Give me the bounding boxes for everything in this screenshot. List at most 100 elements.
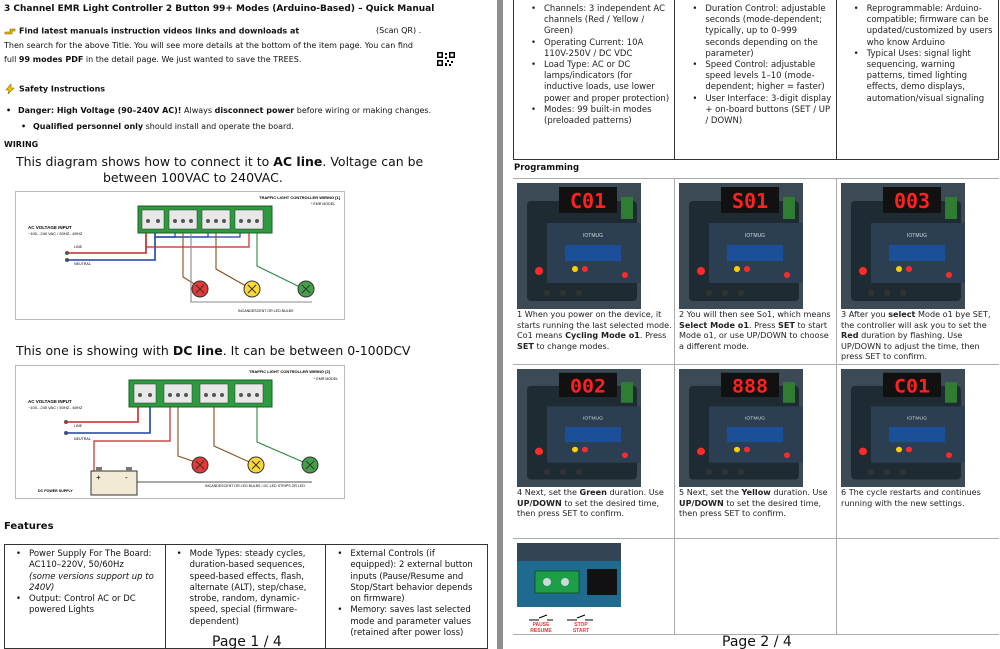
diagram2-input-label: AC VOLTAGE INPUT: [28, 399, 72, 404]
page-number-1: Page 1 / 4: [212, 634, 282, 649]
manuals-line-3: full 99 modes PDF in the detail page. We…: [4, 55, 302, 64]
step-caption: 4 Next, set the Green duration. Use UP/D…: [517, 487, 664, 518]
step-number: 6: [841, 487, 847, 497]
specs-col-2: Duration Control: adjustable seconds (mo…: [675, 0, 837, 159]
features-col-2: Mode Types: steady cycles, duration-base…: [166, 545, 327, 648]
resume-label: RESUME: [530, 628, 552, 633]
spec-current: Operating Current: 10A 110V-250V / DC VD…: [528, 38, 670, 60]
empty-cell: [837, 539, 999, 635]
seven-segment-display: 002: [570, 375, 606, 397]
spec-interface: User Interface: 3-digit display + on-boa…: [689, 94, 831, 128]
ac-wiring-diagram: TRAFFIC LIGHT CONTROLLER WIRING [1] * EM…: [15, 191, 345, 320]
manuals-line-2: Then search for the above Title. You wil…: [4, 41, 414, 50]
features-heading: Features: [4, 521, 54, 532]
board-label: IOTMUG: [907, 233, 927, 239]
feature-mode-types: Mode Types: steady cycles, duration-base…: [174, 549, 320, 628]
diagram1-header: TRAFFIC LIGHT CONTROLLER WIRING [1]: [259, 195, 341, 200]
diagram1-neutral-label: NEUTRAL: [74, 262, 91, 266]
features-table: Power Supply For The Board: AC110–220V, …: [4, 544, 488, 649]
seven-segment-display: C01: [894, 375, 930, 397]
spec-reprogrammable: Reprogrammable: Arduino-compatible; firm…: [851, 4, 994, 49]
step-caption: 6 The cycle restarts and continues runni…: [841, 487, 981, 508]
feature-output: Output: Control AC or DC powered Lights: [13, 594, 159, 617]
step-number: 4: [517, 487, 523, 497]
document-title: 3 Channel EMR Light Controller 2 Button …: [4, 4, 435, 14]
spec-channels: Channels: 3 independent AC channels (Red…: [528, 4, 670, 38]
safety-item-2: Qualified personnel only should install …: [21, 122, 294, 131]
diagram2-header: TRAFFIC LIGHT CONTROLLER WIRING [2]: [249, 369, 331, 374]
dc-wiring-diagram: TRAFFIC LIGHT CONTROLLER WIRING [2] * EM…: [15, 365, 345, 499]
empty-cell: [675, 539, 837, 635]
seven-segment-display: S01: [732, 189, 768, 213]
diagram2-bulbs-label: INCANDESCENT OR LED BULBS / DC LED STRIP…: [205, 484, 305, 488]
page-number-2: Page 2 / 4: [722, 634, 792, 649]
start-label: START: [573, 628, 589, 633]
seven-segment-display: 888: [732, 375, 768, 397]
page-1: 3 Channel EMR Light Controller 2 Button …: [0, 0, 497, 649]
diagram1-input-range: ~100...240 VAC / 50HZ...60HZ: [28, 231, 83, 236]
diagram2-model: * EMR MODEL: [314, 377, 338, 381]
manuals-line-1: Find latest manuals instruction videos l…: [4, 26, 421, 36]
step-caption: 5 Next, set the Yellow duration. Use UP/…: [679, 487, 828, 518]
features-col-3: External Controls (if equipped): 2 exter…: [326, 545, 487, 648]
safety-heading: Safety Instructions: [4, 84, 105, 94]
diagram2-input-range: ~100...240 VAC / 50HZ...60HZ: [28, 405, 83, 410]
lightning-icon: [5, 84, 15, 94]
psu-minus: -: [125, 473, 128, 482]
psu-plus: +: [96, 473, 101, 482]
seven-segment-display: C01: [570, 189, 606, 213]
qr-code-icon[interactable]: [437, 52, 455, 66]
step-caption: 2 You will then see So1, which means Sel…: [679, 309, 831, 351]
feature-external-controls: External Controls (if equipped): 2 exter…: [334, 549, 481, 605]
safety-item-1: Danger: High Voltage (90–240V AC)! Alway…: [6, 106, 431, 115]
step-caption: 3 After you select Mode o1 bye SET, the …: [841, 309, 991, 361]
stop-label: STOP: [574, 622, 588, 628]
spec-duration: Duration Control: adjustable seconds (mo…: [689, 4, 831, 60]
scan-qr-text: (Scan QR) .: [376, 26, 422, 35]
features-col-1: Power Supply For The Board: AC110–220V, …: [5, 545, 166, 648]
board-label: IOTMUG: [583, 416, 603, 422]
ac-description-2: between 100VAC to 240VAC.: [103, 170, 283, 185]
step-number: 1: [517, 309, 523, 319]
step-caption: 1 When you power on the device, it start…: [517, 309, 672, 351]
dc-description: This one is showing with DC line. It can…: [16, 343, 411, 358]
pause-label: PAUSE: [533, 622, 551, 628]
page-2: Channels: 3 independent AC channels (Red…: [503, 0, 1000, 649]
feature-memory: Memory: saves last selected mode and par…: [334, 605, 481, 639]
diagram1-bulbs-label: INCANDESCENT OR LED BULBS: [238, 309, 294, 313]
board-label: IOTMUG: [745, 233, 765, 239]
step-number: 5: [679, 487, 685, 497]
seven-segment-display: 003: [894, 189, 930, 213]
diagram2-line-label: LINE: [74, 424, 83, 428]
spec-modes: Modes: 99 built-in modes (preloaded patt…: [528, 105, 670, 127]
ac-description-1: This diagram shows how to connect it to …: [16, 154, 424, 169]
specs-table: Channels: 3 independent AC channels (Red…: [513, 0, 999, 160]
wiring-heading: WIRING: [4, 140, 39, 149]
diagram1-input-label: AC VOLTAGE INPUT: [28, 225, 72, 230]
board-label: IOTMUG: [907, 416, 927, 422]
board-label: IOTMUG: [583, 233, 603, 239]
page-gap: [497, 0, 503, 649]
specs-col-3: Reprogrammable: Arduino-compatible; firm…: [837, 0, 998, 159]
diagram1-line-label: LINE: [74, 245, 83, 249]
feature-power: Power Supply For The Board: AC110–220V, …: [13, 549, 159, 594]
diagram2-psu-label: DC POWER SUPPLY: [38, 489, 73, 493]
spec-uses: Typical Uses: signal light sequencing, w…: [851, 49, 994, 105]
manuals-instruction: Find latest manuals instruction videos l…: [19, 26, 300, 36]
diagram2-neutral-label: NEUTRAL: [74, 437, 91, 441]
programming-heading: Programming: [514, 163, 580, 173]
pointing-hand-icon: [4, 28, 16, 35]
